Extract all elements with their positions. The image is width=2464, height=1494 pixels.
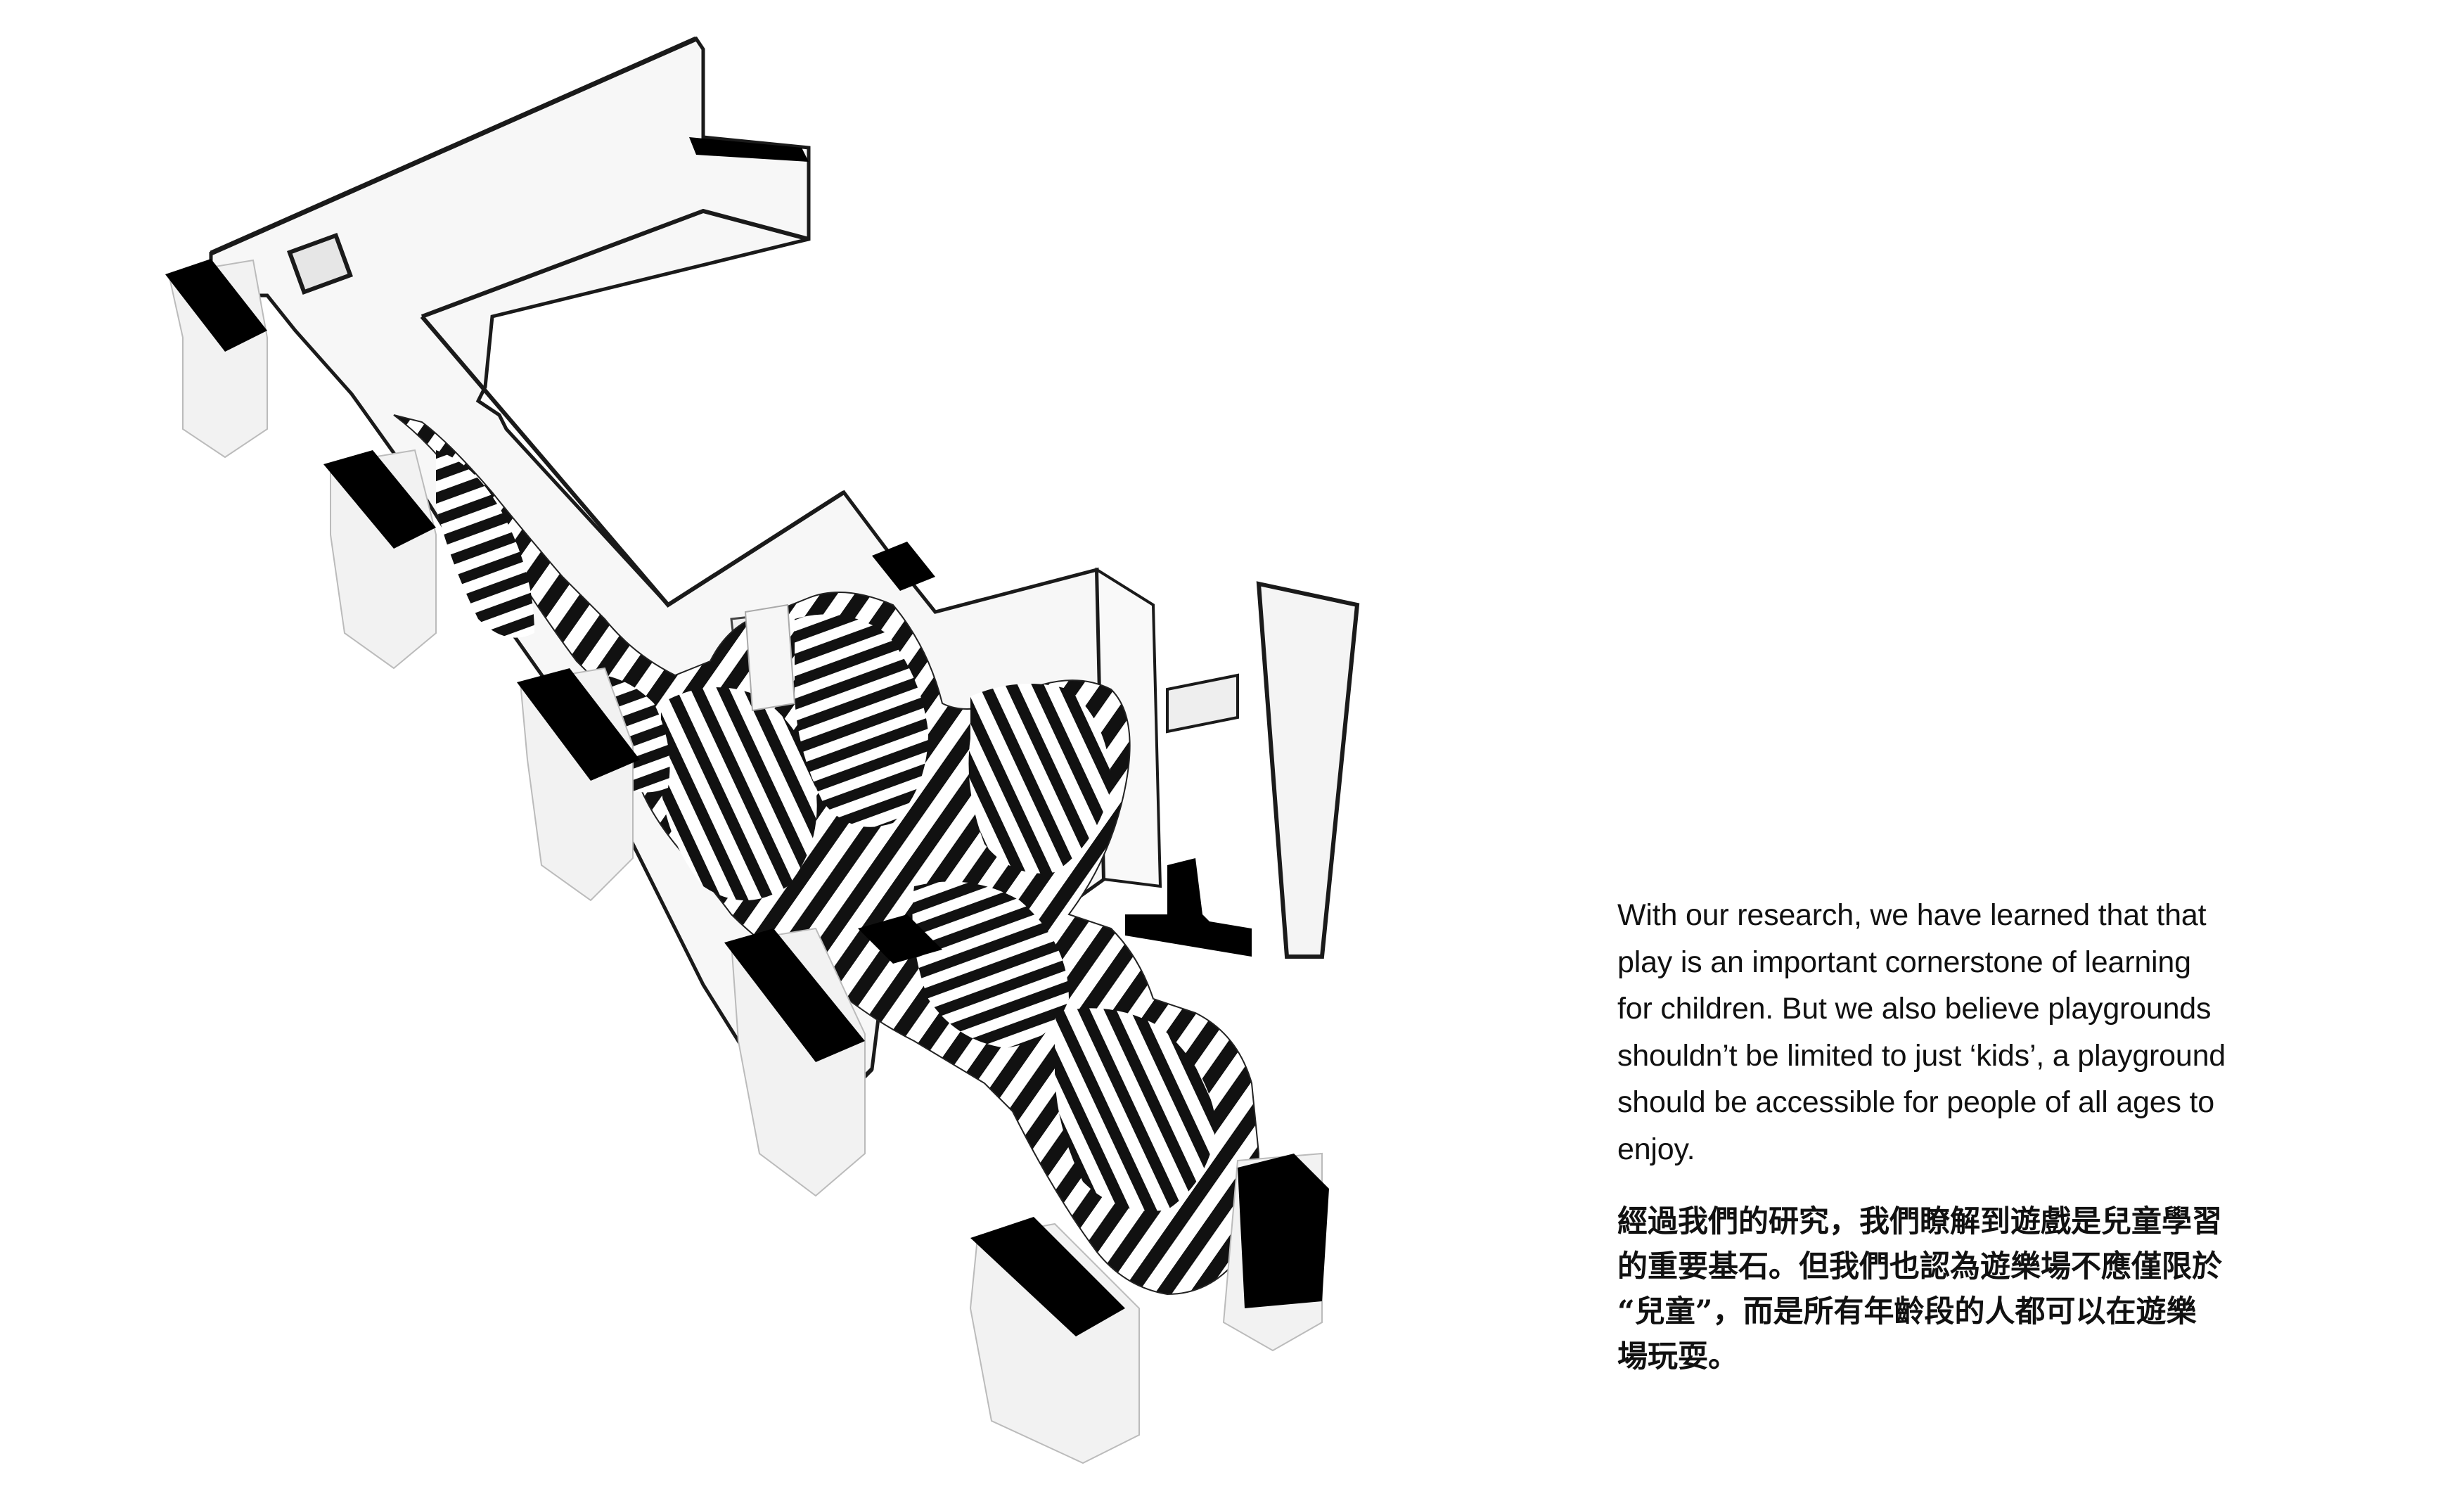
description-zh-line: 經過我們的研究，我們瞭解到遊戲是兒童學習	[1617, 1199, 2321, 1244]
description-en-line: enjoy.	[1617, 1126, 2321, 1173]
description-en-line: With our research, we have learned that …	[1617, 892, 2321, 939]
axonometric-playground-drawing	[0, 0, 1406, 1494]
description-en-line: play is an important cornerstone of lear…	[1617, 939, 2321, 986]
description-zh-line: 的重要基石。但我們也認為遊樂場不應僅限於	[1617, 1244, 2321, 1289]
description-en-line: should be accessible for people of all a…	[1617, 1079, 2321, 1126]
description-en-line: for children. But we also believe playgr…	[1617, 985, 2321, 1033]
description-zh-line: 場玩耍。	[1617, 1334, 2321, 1379]
description-en-line: shouldn’t be limited to just ‘kids’, a p…	[1617, 1033, 2321, 1080]
description-english: With our research, we have learned that …	[1617, 892, 2321, 1173]
description-chinese: 經過我們的研究，我們瞭解到遊戲是兒童學習 的重要基石。但我們也認為遊樂場不應僅限…	[1617, 1199, 2321, 1379]
description-zh-line: “兒童”，而是所有年齡段的人都可以在遊樂	[1617, 1289, 2321, 1334]
description-text-block: With our research, we have learned that …	[1617, 892, 2321, 1379]
